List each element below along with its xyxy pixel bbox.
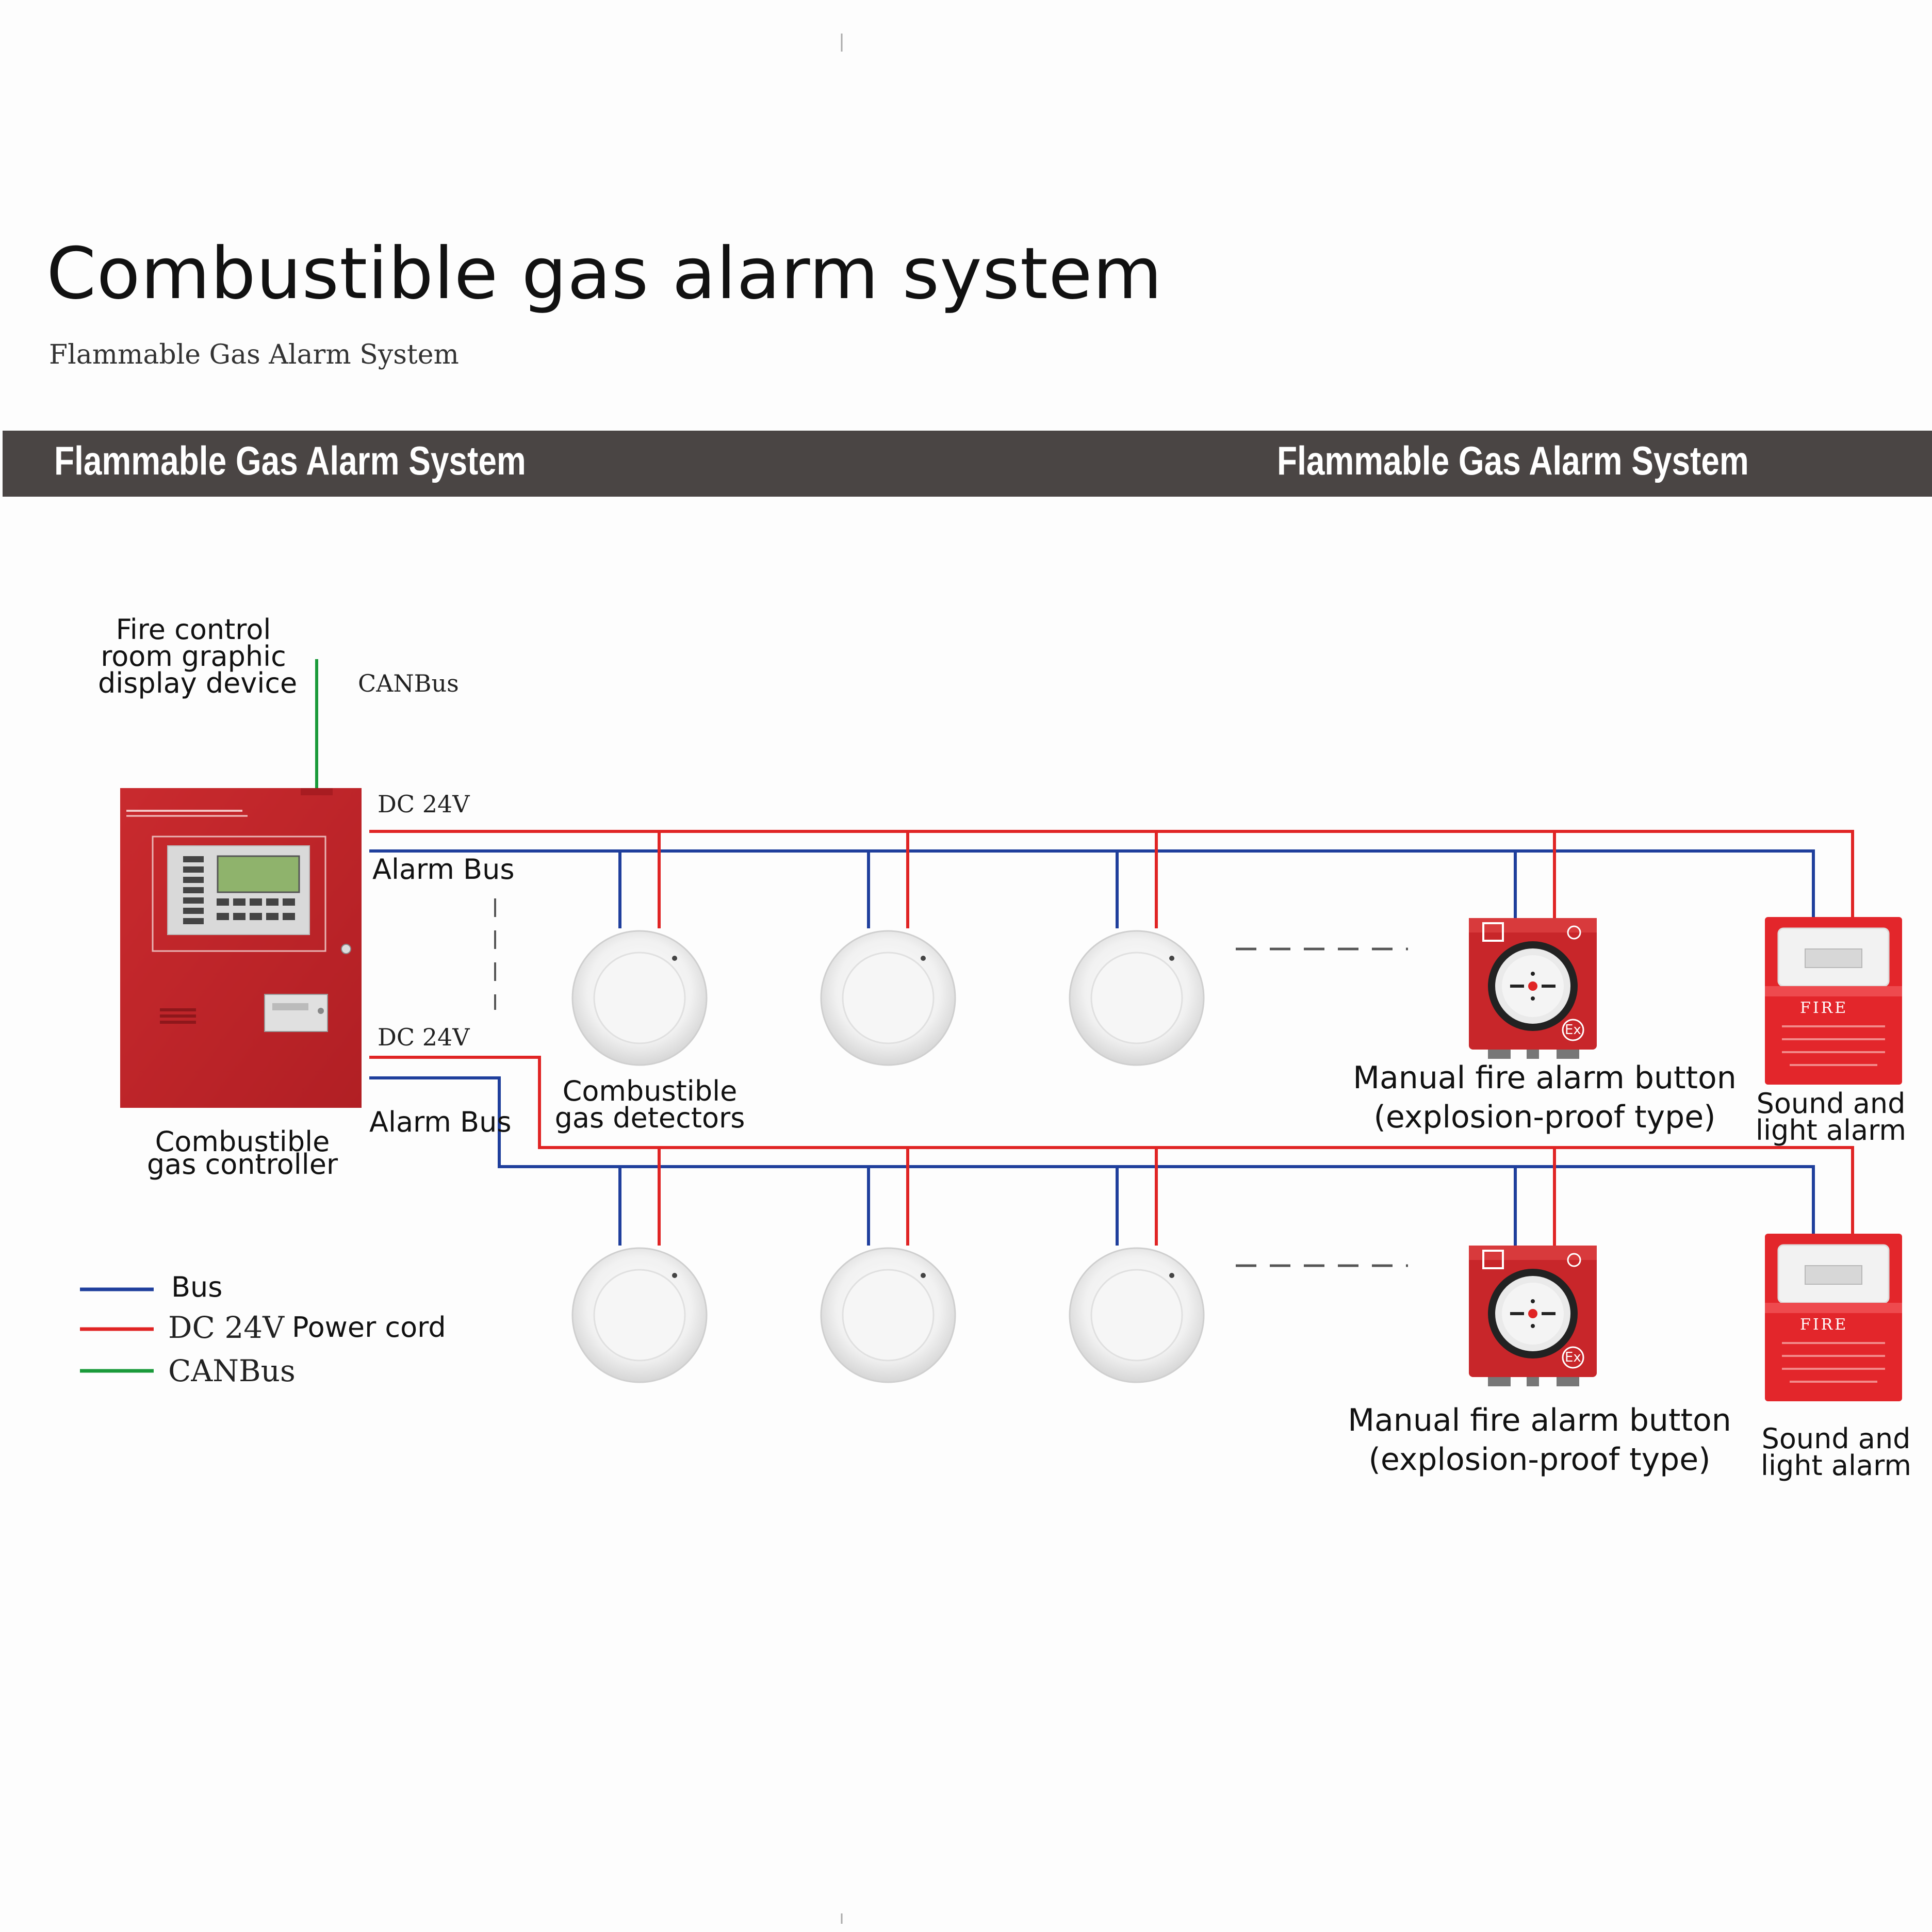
dc24v-top-label: DC 24V [378,790,470,818]
wiring-row-2 [369,1056,1854,1246]
legend-canbus-label: CANBus [168,1353,296,1388]
sound-light-label-line: light alarm [1756,1114,1906,1147]
manual-fire-alarm-button [1469,1246,1597,1386]
alarm-bus-bottom-label: Alarm Bus [369,1106,512,1138]
display-device-label-line: display device [98,667,298,699]
sound-light-bottom-label: Sound and light alarm [1754,1422,1919,1482]
sound-light-label-line: light alarm [1761,1449,1911,1482]
ex-mark-bottom: Ex [1565,1350,1581,1365]
gas-detector [571,1247,708,1383]
display-device-label-line: Fire control [116,613,271,646]
sound-light-label-line: Sound and [1756,1087,1906,1120]
legend-power-prefix: DC 24V [168,1310,285,1345]
gas-detector [1069,930,1205,1066]
display-device-label: Fire control room graphic display device [98,613,298,699]
sound-light-alarm [1765,1234,1902,1401]
strobe-fire-text-top: FIRE [1800,999,1848,1017]
sound-light-label-line: Sound and [1761,1422,1911,1455]
sound-light-alarm [1765,917,1902,1085]
display-device-label-line: room graphic [101,640,286,673]
controller-label: Combustible gas controller [129,1125,356,1181]
manual-button-label-line: Manual fire alarm button [1353,1060,1737,1096]
alarm-bus-top-label: Alarm Bus [372,853,515,886]
gas-controller-panel [120,788,362,1108]
controller-label-line: Combustible [155,1125,330,1158]
manual-button-label-line: (explosion-proof type) [1368,1442,1711,1478]
ex-mark-top: Ex [1565,1022,1581,1038]
section-banner [3,431,1932,497]
wiring-row-1 [369,830,1854,928]
dc24v-bottom-label: DC 24V [378,1023,470,1051]
gas-detector [820,930,956,1066]
manual-button-bottom-label: Manual fire alarm button (explosion-proo… [1346,1401,1733,1479]
manual-button-label-line: (explosion-proof type) [1373,1099,1716,1135]
detectors-label-line: Combustible [562,1075,738,1107]
gas-detector [571,930,708,1066]
detectors-label-line: gas detectors [554,1102,745,1134]
gas-detector [820,1247,956,1383]
page-subtitle: Flammable Gas Alarm System [49,339,459,370]
legend-power-label: Power cord [292,1311,446,1344]
gas-detector [1069,1247,1205,1383]
banner-left-text: Flammable Gas Alarm System [54,438,526,483]
controller-label-line: gas controller [146,1148,338,1181]
banner-right-text: Flammable Gas Alarm System [1277,438,1749,483]
strobe-fire-text-bottom: FIRE [1800,1316,1848,1334]
sound-light-top-label: Sound and light alarm [1748,1090,1913,1144]
canbus-label: CANBus [358,669,459,697]
manual-button-label-line: Manual fire alarm button [1348,1402,1731,1438]
detectors-label: Combustible gas detectors [542,1075,758,1134]
manual-button-top-label: Manual fire alarm button (explosion-proo… [1351,1058,1738,1137]
page-title: Combustible gas alarm system [46,232,1163,315]
manual-fire-alarm-button [1469,918,1597,1059]
legend-bus-label: Bus [171,1271,223,1303]
